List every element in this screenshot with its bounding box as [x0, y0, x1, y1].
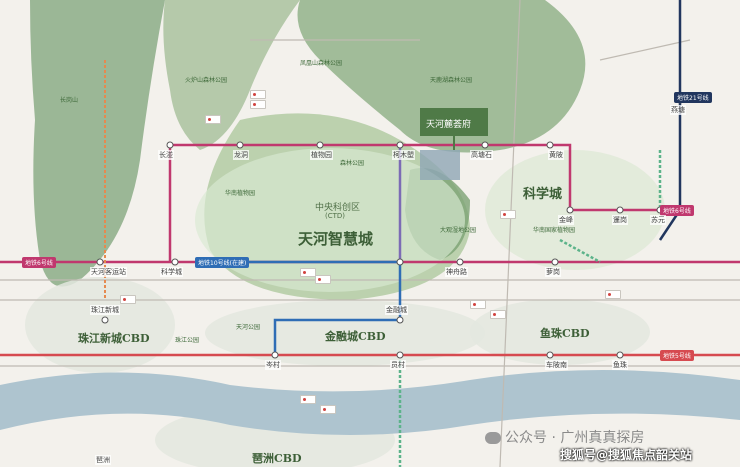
station-label: 长湴 [158, 150, 174, 160]
poi-marker[interactable] [250, 90, 266, 99]
station-label: 黄陂 [548, 150, 564, 160]
station-label: 鱼珠 [612, 360, 628, 370]
district-tianhe-smart-city: 天河智慧城 [298, 230, 374, 248]
district-ctd: (CTD) [325, 212, 346, 220]
wechat-watermark: 公众号 · 广州真真探房 [485, 427, 644, 447]
station-label: 车陂南 [545, 360, 568, 370]
station-label: 金融城 [385, 305, 408, 315]
station-label: 神舟路 [445, 267, 468, 277]
station-label: 金峰 [558, 215, 574, 225]
district-zhujiang: 珠江新城CBD [78, 332, 150, 345]
sohu-watermark: 搜狐号@搜狐焦点韶关站 [560, 448, 693, 462]
park-label: 华南植物园 [225, 190, 256, 197]
wechat-icon [485, 432, 501, 444]
park-label: 华南国家植物园 [533, 227, 576, 234]
station-label: 琶洲 [95, 455, 111, 465]
station-label: 燕塘 [670, 105, 686, 115]
poi-marker[interactable] [500, 210, 516, 219]
poi-marker[interactable] [320, 405, 336, 414]
station-label: 高塘石 [470, 150, 493, 160]
park-label: 珠江公园 [175, 337, 200, 344]
station-label: 科学城 [160, 267, 183, 277]
forest-north-west [163, 0, 300, 150]
poi-marker[interactable] [205, 115, 221, 124]
poi-marker[interactable] [490, 310, 506, 319]
park-label: 森林公园 [340, 160, 365, 167]
poi-marker[interactable] [470, 300, 486, 309]
station-label: 植物园 [310, 150, 333, 160]
station-label: 柯木塱 [392, 150, 415, 160]
poi-marker[interactable] [250, 100, 266, 109]
poi-marker[interactable] [120, 295, 136, 304]
zone-tianhe-smart-city [195, 148, 465, 292]
pearl-river [0, 370, 740, 435]
project-label[interactable]: 天河麓荟府 [426, 120, 472, 130]
poi-marker[interactable] [605, 290, 621, 299]
poi-marker[interactable] [315, 275, 331, 284]
poi-marker[interactable] [300, 395, 316, 404]
forest-north [297, 0, 586, 153]
line-tag-5[interactable]: 地铁5号线 [660, 350, 694, 361]
station-label: 珠江新城 [90, 305, 120, 315]
station-label: 岑村 [265, 360, 281, 370]
district-yuzhu: 鱼珠CBD [540, 327, 590, 340]
station-label: 龙洞 [233, 150, 249, 160]
line-tag-6[interactable]: 地铁6号线 [22, 257, 56, 268]
park-label: 长岗山 [60, 97, 79, 104]
station-label: 萝岗 [545, 267, 561, 277]
project-buildings [420, 150, 460, 180]
park-label: 大观湿地公园 [440, 227, 477, 234]
project-card-bg [420, 108, 488, 136]
station-label: 天河客运站 [90, 267, 127, 277]
zone-zhujiang [25, 277, 175, 373]
station-label: 苏元 [650, 215, 666, 225]
park-label: 天河公园 [236, 324, 261, 331]
line-tag-10[interactable]: 地铁10号线(在建) [195, 257, 250, 268]
district-pazhou: 琶洲CBD [252, 452, 302, 465]
line-tag-6-east[interactable]: 地铁6号线 [660, 205, 694, 216]
line-tag-21[interactable]: 地铁21号线 [674, 92, 712, 103]
district-jinrong: 金融城CBD [325, 330, 386, 343]
park-label: 火炉山森林公园 [185, 77, 228, 84]
park-label: 天鹿湖森林公园 [430, 77, 473, 84]
district-zhongyang: 中央科创区 [315, 203, 361, 213]
poi-marker[interactable] [300, 268, 316, 277]
zone-yuzhu [470, 299, 650, 365]
district-science-city: 科学城 [523, 187, 563, 202]
park-label: 凤凰山森林公园 [300, 60, 343, 67]
forest-west [30, 0, 165, 287]
station-label: 员村 [390, 360, 406, 370]
station-label: 暹岗 [612, 215, 628, 225]
